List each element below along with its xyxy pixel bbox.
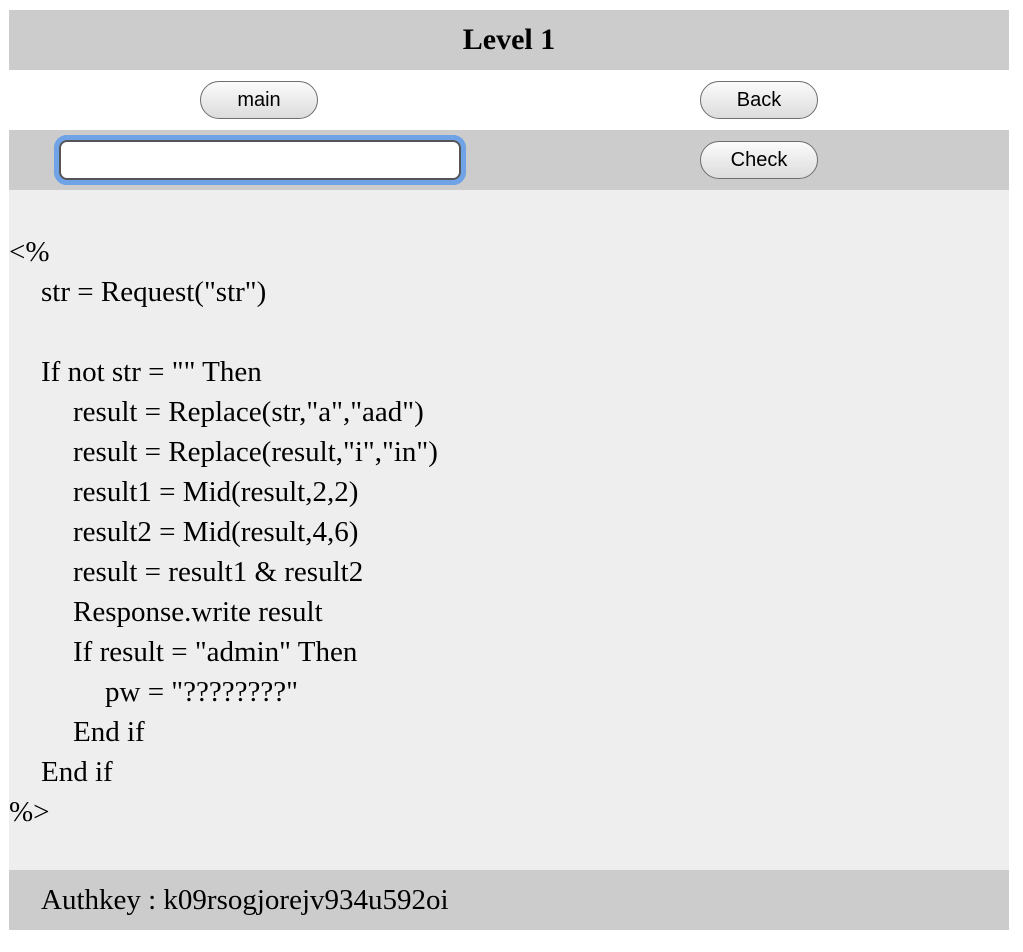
main-button[interactable]: main (200, 81, 318, 119)
code-line: result2 = Mid(result,4,6) (73, 516, 359, 548)
code-line: result1 = Mid(result,2,2) (73, 476, 359, 508)
page-title: Level 1 (462, 23, 556, 56)
nav-row: main Back (9, 70, 1009, 130)
code-line: result = Replace(str,"a","aad") (73, 396, 424, 428)
code-line: result = Replace(result,"i","in") (73, 436, 438, 468)
code-line: End if (41, 756, 113, 788)
code-line: %> (9, 796, 50, 828)
code-line: pw = "????????" (105, 676, 298, 708)
code-line (9, 312, 1009, 352)
code-line: End if (73, 716, 145, 748)
title-bar: Level 1 (9, 10, 1009, 70)
check-button[interactable]: Check (700, 141, 818, 179)
code-line: result = result1 & result2 (73, 556, 364, 588)
code-line: If not str = "" Then (41, 356, 262, 388)
code-line: Response.write result (73, 596, 323, 628)
code-line: str = Request("str") (41, 276, 267, 308)
back-button[interactable]: Back (700, 81, 818, 119)
code-line: <% (9, 236, 50, 268)
code-line: If result = "admin" Then (73, 636, 358, 668)
authkey-text: Authkey : k09rsogjorejv934u592oi (41, 883, 449, 916)
answer-input[interactable] (54, 135, 466, 185)
answer-form: Check (9, 130, 1009, 190)
authkey-bar: Authkey : k09rsogjorejv934u592oi (9, 870, 1009, 930)
level-page: Level 1 main Back Check <% str = Request(… (9, 10, 1009, 930)
source-code-block: <% str = Request("str") If not str = "" Th… (9, 190, 1009, 870)
